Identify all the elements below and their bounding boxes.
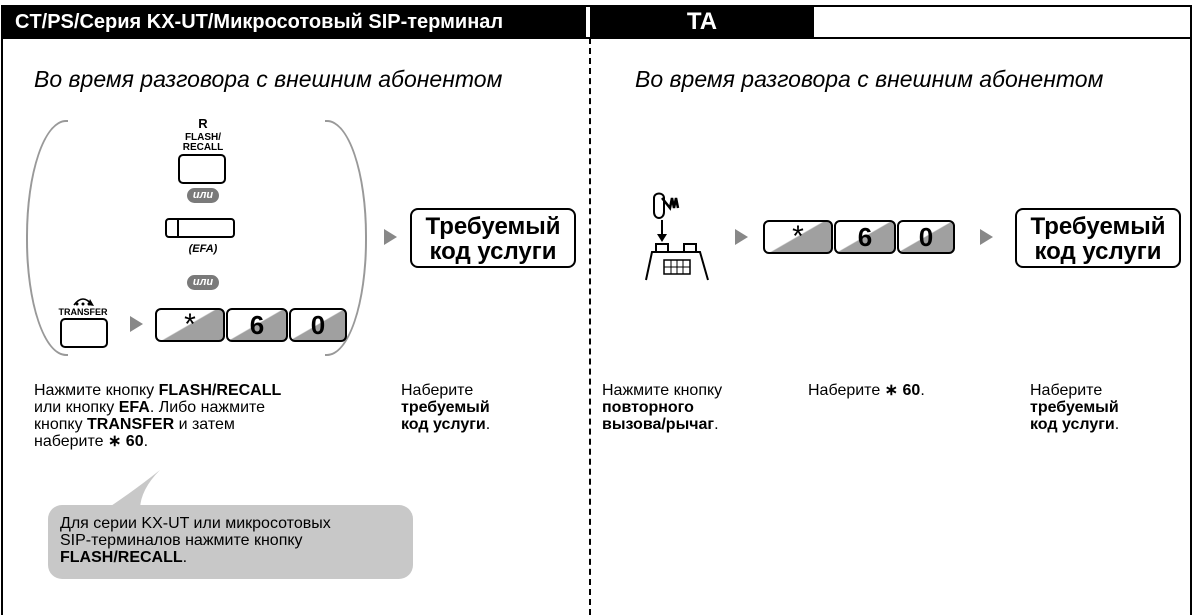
note-bubble: Для серии KX-UT или микросотовых SIP-тер… [48,505,413,579]
hookswitch-icon [645,192,709,281]
right-panel-header: TA [590,5,814,39]
ta-service-code-box: Требуемый код услуги [1015,208,1181,268]
efa-label: (EFA) [188,243,218,255]
ta-service-code-line1: Требуемый [1030,213,1166,240]
service-code-line2: код услуги [429,238,557,265]
efa-button-notch [177,218,179,238]
left-panel-subtitle: Во время разговора с внешним абонентом [34,66,503,92]
transfer-label: TRANSFER [58,307,108,317]
ta-service-description: Наберите требуемый код услуги. [1030,382,1120,433]
flash-label-flash: FLASH/ [184,132,222,143]
flash-recall-button[interactable] [178,154,226,184]
service-code-box: Требуемый код услуги [410,208,576,268]
bubble-tail [105,470,160,510]
arrow-icon [980,229,993,245]
right-panel-subtitle: Во время разговора с внешним абонентом [635,66,1104,92]
transfer-button[interactable] [60,318,108,348]
left-description: Нажмите кнопку FLASH/RECALL или кнопку E… [34,382,282,450]
ta-key-star[interactable]: * [763,220,833,254]
ta-dial-description: Наберите ∗ 60. [808,382,925,399]
panel-divider [589,38,591,615]
ta-service-code-line2: код услуги [1034,238,1162,265]
or-badge-1: или [187,188,219,203]
ta-key-0[interactable]: 0 [897,220,955,254]
efa-button[interactable] [165,218,235,238]
arrow-icon [384,229,397,245]
service-code-line1: Требуемый [425,213,561,240]
key-6[interactable]: 6 [226,308,288,342]
ta-key-6[interactable]: 6 [834,220,896,254]
flash-label-r: R [198,116,208,131]
key-star[interactable]: * [155,308,225,342]
arrow-icon [735,229,748,245]
left-dial-description: Наберите требуемый код услуги. [401,382,491,433]
flash-label-recall: RECALL [182,142,224,153]
left-panel-header: CT/PS/Серия KX-UT/Микросотовый SIP-терми… [1,5,586,39]
or-badge-2: или [187,275,219,290]
ta-hook-description: Нажмите кнопку повторного вызова/рычаг. [602,382,723,433]
key-0[interactable]: 0 [289,308,347,342]
transfer-arrow-icon [73,298,94,306]
arrow-icon [130,316,143,332]
